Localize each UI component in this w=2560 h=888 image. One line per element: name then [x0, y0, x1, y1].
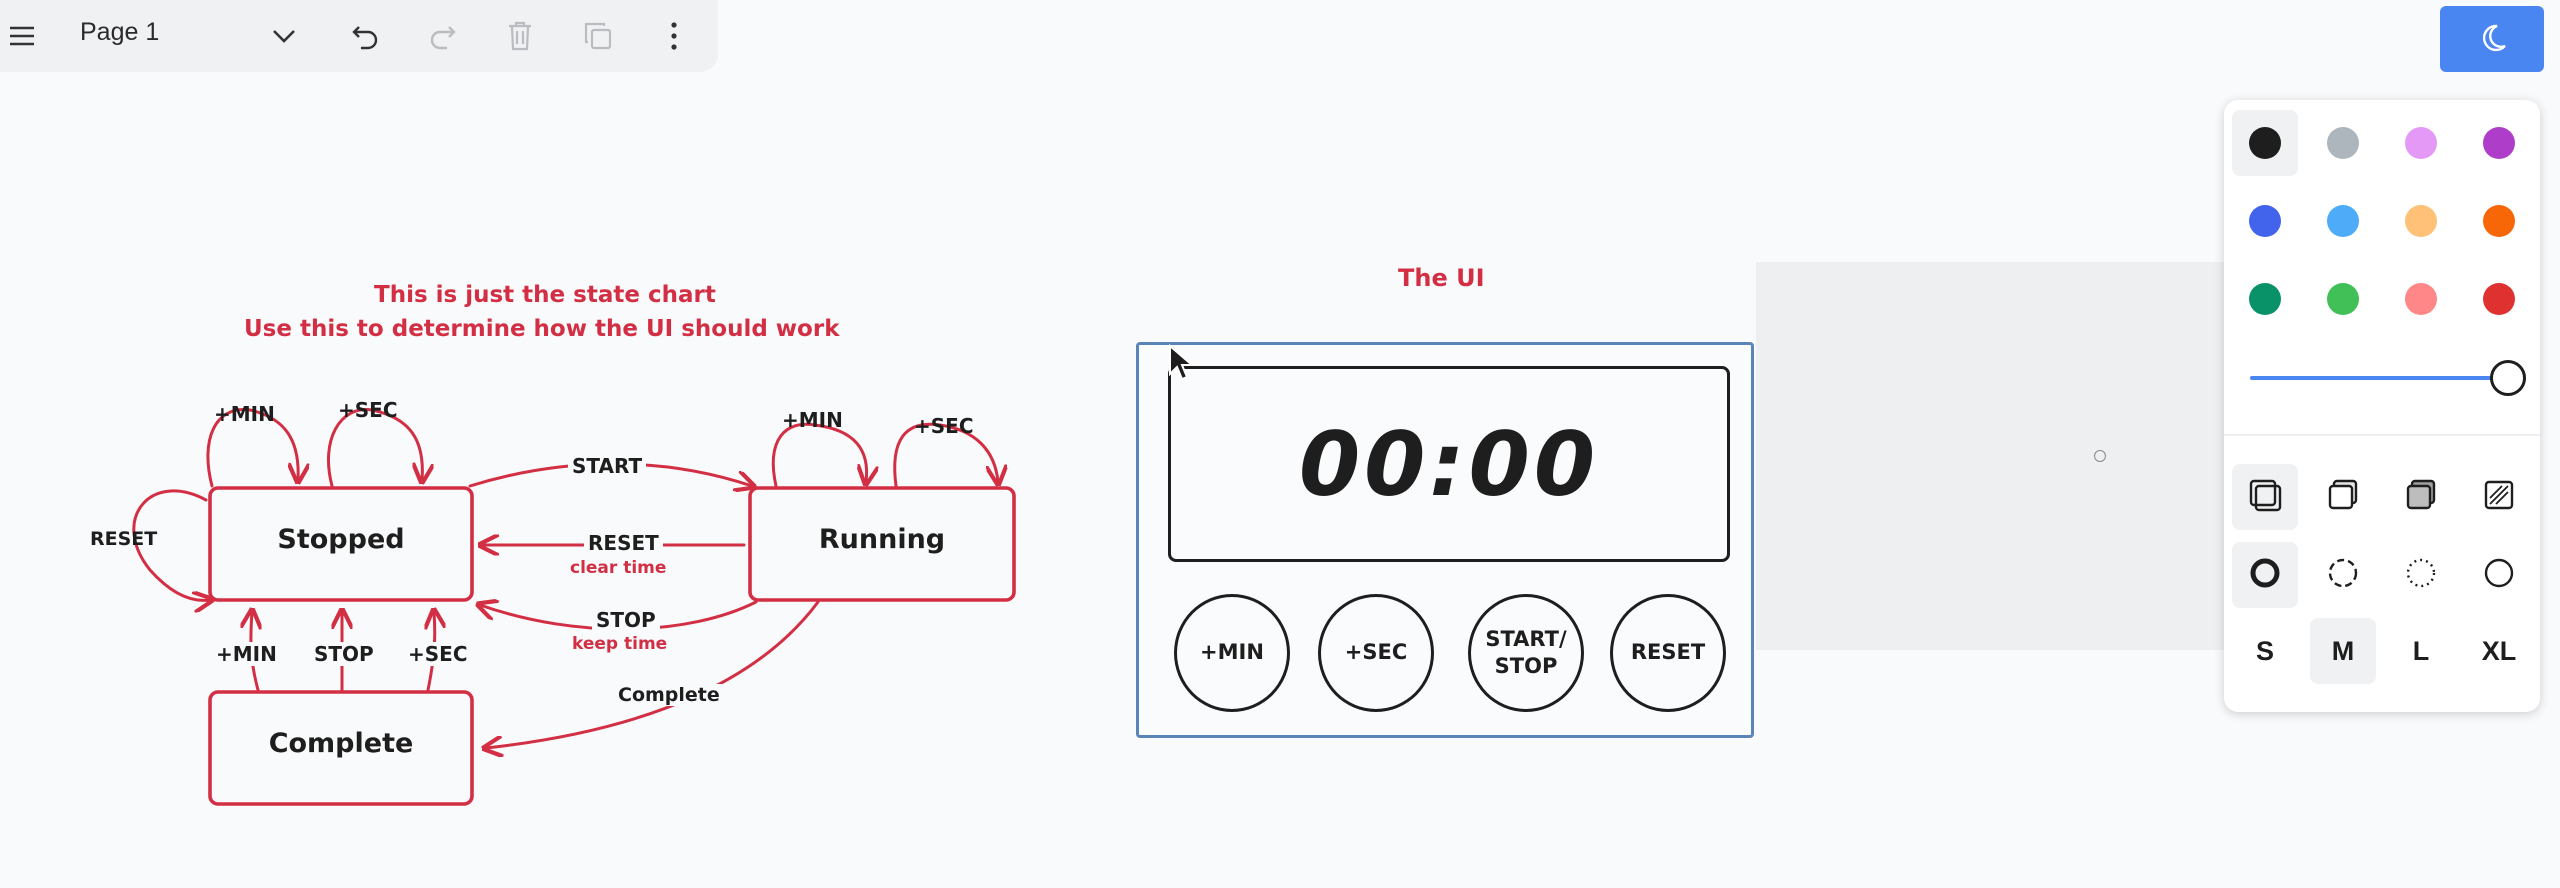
menu-icon[interactable]	[0, 0, 44, 72]
label-complete-min: +MIN	[216, 642, 277, 666]
color-swatch-6[interactable]	[2310, 188, 2376, 254]
color-swatch-8[interactable]	[2466, 188, 2532, 254]
state-complete-label: Complete	[268, 728, 414, 759]
reset-button[interactable]: RESET	[1610, 594, 1726, 712]
label-complete-sec: +SEC	[408, 642, 468, 666]
opacity-slider[interactable]	[2250, 376, 2496, 380]
label-stop-note: keep time	[572, 634, 668, 654]
label-start: START	[568, 454, 647, 478]
chevron-down-icon[interactable]	[262, 0, 306, 72]
dash-solid-button[interactable]	[2466, 542, 2532, 608]
color-swatch-2[interactable]	[2310, 110, 2376, 176]
dash-draw-icon	[2248, 556, 2282, 594]
theme-button[interactable]	[2440, 6, 2544, 72]
label-stopped-min: +MIN	[214, 402, 275, 426]
size-m-button[interactable]: M	[2310, 618, 2376, 684]
dash-dotted-button[interactable]	[2388, 542, 2454, 608]
fill-solid-button[interactable]	[2388, 464, 2454, 530]
color-dot	[2249, 283, 2281, 315]
duplicate-icon[interactable]	[576, 0, 620, 72]
label-stop: STOP	[592, 608, 660, 632]
size-s-button[interactable]: S	[2255, 635, 2274, 666]
color-swatch-3[interactable]	[2388, 110, 2454, 176]
color-swatch-5[interactable]	[2232, 188, 2298, 254]
size-xl-button[interactable]: XL	[2481, 635, 2517, 666]
page-name[interactable]: Page 1	[80, 18, 160, 46]
color-dot	[2249, 127, 2281, 159]
sec-button[interactable]: +SEC	[1318, 594, 1434, 712]
fill-pattern-icon	[2482, 478, 2516, 516]
arrow-stopped-min	[206, 408, 298, 488]
more-vertical-icon[interactable]	[652, 0, 696, 72]
color-dot	[2405, 127, 2437, 159]
color-dot	[2483, 127, 2515, 159]
timer-display: 00:00	[1168, 366, 1730, 562]
style-panel: S M L XL	[2224, 100, 2540, 712]
label-stopped-reset: RESET	[90, 528, 158, 550]
panel-divider	[2224, 434, 2540, 436]
state-box-complete	[208, 690, 474, 806]
trash-icon[interactable]	[498, 0, 542, 72]
opacity-slider-thumb[interactable]	[2490, 360, 2526, 396]
mouse-cursor-icon	[1169, 344, 1194, 381]
timer-display-value: 00:00	[1298, 412, 1600, 516]
dash-dotted-icon	[2404, 556, 2438, 594]
color-dot	[2405, 205, 2437, 237]
color-dot	[2483, 205, 2515, 237]
fill-none-button[interactable]	[2232, 464, 2298, 530]
color-dot	[2327, 205, 2359, 237]
state-running-label: Running	[818, 524, 946, 555]
statechart-arrows	[132, 408, 1016, 806]
canvas-handle-icon[interactable]	[2094, 450, 2106, 462]
min-button[interactable]: +MIN	[1174, 594, 1290, 712]
color-swatch-4[interactable]	[2466, 110, 2532, 176]
label-complete-stop: STOP	[314, 642, 374, 666]
dash-dashed-icon	[2326, 556, 2360, 594]
fill-none-icon	[2248, 478, 2282, 516]
state-stopped-label: Stopped	[277, 524, 405, 555]
undo-icon[interactable]	[344, 0, 388, 72]
ui-title: The UI	[1398, 264, 1485, 292]
arrow-running-sec	[893, 422, 998, 488]
color-swatch-12[interactable]	[2466, 266, 2532, 332]
statechart-note-line1: This is just the state chart	[374, 282, 716, 308]
statechart-note-line2: Use this to determine how the UI should …	[244, 316, 840, 342]
color-dot	[2249, 205, 2281, 237]
state-box-stopped	[208, 486, 474, 602]
label-stopped-sec: +SEC	[338, 398, 398, 422]
arrow-running-min	[771, 422, 866, 488]
arrow-stopped-reset	[132, 489, 210, 600]
color-dot	[2483, 283, 2515, 315]
start-stop-button[interactable]: START/ STOP	[1468, 594, 1584, 712]
page-toolbar: Page 1	[0, 0, 718, 72]
dash-draw-button[interactable]	[2232, 542, 2298, 608]
label-running-sec: +SEC	[914, 414, 974, 438]
arrow-stopped-sec	[327, 408, 422, 488]
fill-semi-button[interactable]	[2310, 464, 2376, 530]
color-swatch-11[interactable]	[2388, 266, 2454, 332]
color-swatch-1[interactable]	[2232, 110, 2298, 176]
dash-dashed-button[interactable]	[2310, 542, 2376, 608]
redo-icon[interactable]	[420, 0, 464, 72]
label-running-min: +MIN	[782, 408, 843, 432]
color-swatch-7[interactable]	[2388, 188, 2454, 254]
color-swatch-10[interactable]	[2310, 266, 2376, 332]
label-reset: RESET	[584, 531, 663, 555]
dash-solid-icon	[2482, 556, 2516, 594]
color-swatch-9[interactable]	[2232, 266, 2298, 332]
label-complete: Complete	[614, 684, 724, 706]
fill-solid-icon	[2404, 478, 2438, 516]
fill-pattern-button[interactable]	[2466, 464, 2532, 530]
size-l-button[interactable]: L	[2412, 635, 2430, 666]
color-dot	[2405, 283, 2437, 315]
fill-semi-icon	[2326, 478, 2360, 516]
label-reset-note: clear time	[570, 558, 667, 578]
state-box-running	[748, 486, 1016, 602]
color-dot	[2327, 283, 2359, 315]
moon-icon	[2477, 22, 2507, 56]
color-dot	[2327, 127, 2359, 159]
